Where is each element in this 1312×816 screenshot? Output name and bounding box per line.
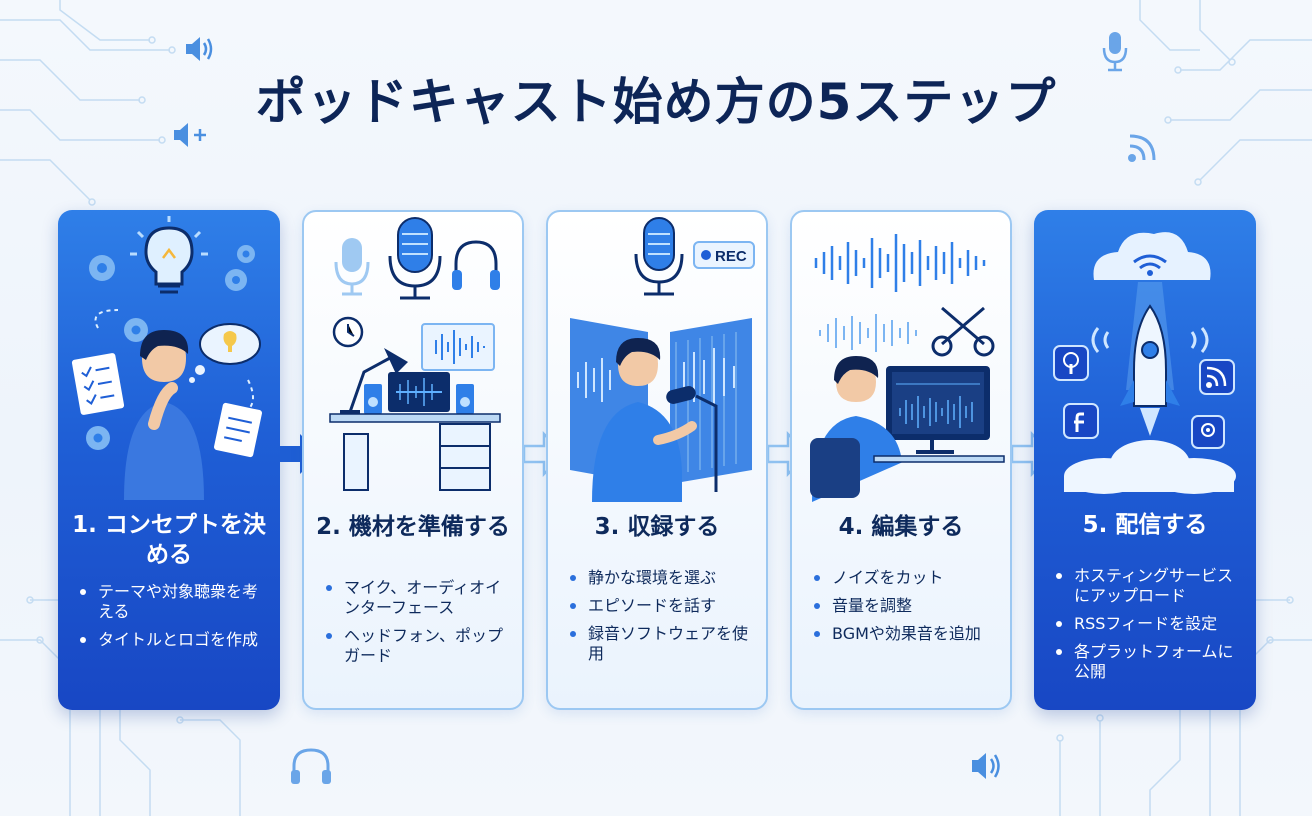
list-item: RSSフィードを設定 xyxy=(1056,614,1246,634)
waveform-icon xyxy=(819,314,917,352)
page-title: ポッドキャスト始め方の5ステップ xyxy=(255,73,1057,131)
person-speaking xyxy=(592,338,697,502)
step-heading: 1. コンセプトを決める xyxy=(72,512,266,568)
equipment-illustration xyxy=(329,217,501,491)
wifi-signal xyxy=(1091,327,1209,353)
rocket-icon xyxy=(1120,304,1180,436)
podcast-icon xyxy=(1053,345,1089,381)
list-item: エピソードを話す xyxy=(570,596,756,616)
headphones-icon xyxy=(452,240,500,290)
monitor-icon xyxy=(886,366,990,454)
list-item: 録音ソフトウェアを使用 xyxy=(570,624,756,664)
volume-icon xyxy=(174,123,206,147)
launch-smoke xyxy=(1064,440,1236,494)
list-item: BGMや効果音を追加 xyxy=(814,624,1000,644)
step-bullets: ノイズをカット 音量を調整 BGMや効果音を追加 xyxy=(814,568,1000,652)
list-item: ヘッドフォン、ポップガード xyxy=(326,626,512,666)
step-card-2: 2. 機材を準備する マイク、オーディオインターフェース ヘッドフォン、ポップガ… xyxy=(302,210,524,710)
step-heading: 3. 収録する xyxy=(594,514,720,540)
person-editing xyxy=(810,356,912,502)
step-bullets: ホスティングサービスにアップロード RSSフィードを設定 各プラットフォームに公… xyxy=(1056,566,1246,690)
desk-lamp-icon xyxy=(340,348,408,414)
step-card-5: 5. 配信する ホスティングサービスにアップロード RSSフィードを設定 各プラ… xyxy=(1034,210,1256,710)
list-item: マイク、オーディオインターフェース xyxy=(326,578,512,618)
rec-badge: REC xyxy=(693,241,755,269)
volume-icon xyxy=(186,37,213,61)
list-item: 各プラットフォームに公開 xyxy=(1056,642,1246,682)
checklist-icon xyxy=(71,353,125,415)
step-bullets: マイク、オーディオインターフェース ヘッドフォン、ポップガード xyxy=(326,578,512,674)
speaker-icon xyxy=(364,384,474,414)
editing-illustration xyxy=(810,234,1005,502)
thought-bubble-icon xyxy=(189,323,261,383)
lightbulb-icon xyxy=(130,216,208,294)
facebook-icon xyxy=(1063,403,1099,439)
list-item: テーマや対象聴衆を考える xyxy=(80,582,270,622)
rec-label: REC xyxy=(715,248,747,265)
list-item: 静かな環境を選ぶ xyxy=(570,568,756,588)
volume-icon xyxy=(972,753,1000,779)
step-card-4: 4. 編集する ノイズをカット 音量を調整 BGMや効果音を追加 xyxy=(790,210,1012,710)
rss-icon xyxy=(1199,359,1235,395)
rss-icon xyxy=(1128,134,1156,162)
list-item: ノイズをカット xyxy=(814,568,1000,588)
step-heading: 4. 編集する xyxy=(838,514,964,540)
publish-illustration xyxy=(1053,232,1236,494)
step-heading: 2. 機材を準備する xyxy=(316,514,510,540)
step-bullets: テーマや対象聴衆を考える タイトルとロゴを作成 xyxy=(80,582,270,658)
microphone-icon xyxy=(334,238,370,296)
concept-illustration xyxy=(71,216,262,500)
waveform-icon xyxy=(421,323,495,371)
scissors-icon xyxy=(931,306,995,357)
headphones-icon xyxy=(291,748,331,784)
cloud-icon xyxy=(1093,232,1211,280)
microphone-icon xyxy=(634,217,684,296)
notepad-icon xyxy=(214,402,262,458)
podcast-icon xyxy=(1191,415,1225,449)
step-card-3: REC 3. 収録する 静かな環境を選ぶ エピソードを話す 録音ソフトウェアを使… xyxy=(546,210,768,710)
step-heading: 5. 配信する xyxy=(1082,512,1208,538)
microphone-icon xyxy=(1102,32,1128,72)
monitor-icon xyxy=(388,372,450,412)
microphone-icon xyxy=(388,217,442,300)
list-item: 音量を調整 xyxy=(814,596,1000,616)
person-thinking xyxy=(124,330,204,500)
list-item: タイトルとロゴを作成 xyxy=(80,630,270,650)
step-card-1: 1. コンセプトを決める テーマや対象聴衆を考える タイトルとロゴを作成 xyxy=(58,210,280,710)
list-item: ホスティングサービスにアップロード xyxy=(1056,566,1246,606)
clock-icon xyxy=(332,316,364,348)
recording-illustration: REC xyxy=(570,217,755,502)
waveform-icon xyxy=(814,234,986,292)
gear-icon xyxy=(86,245,255,450)
studio-mic-stand xyxy=(666,386,718,492)
step-bullets: 静かな環境を選ぶ エピソードを話す 録音ソフトウェアを使用 xyxy=(570,568,756,672)
desk xyxy=(329,413,501,491)
